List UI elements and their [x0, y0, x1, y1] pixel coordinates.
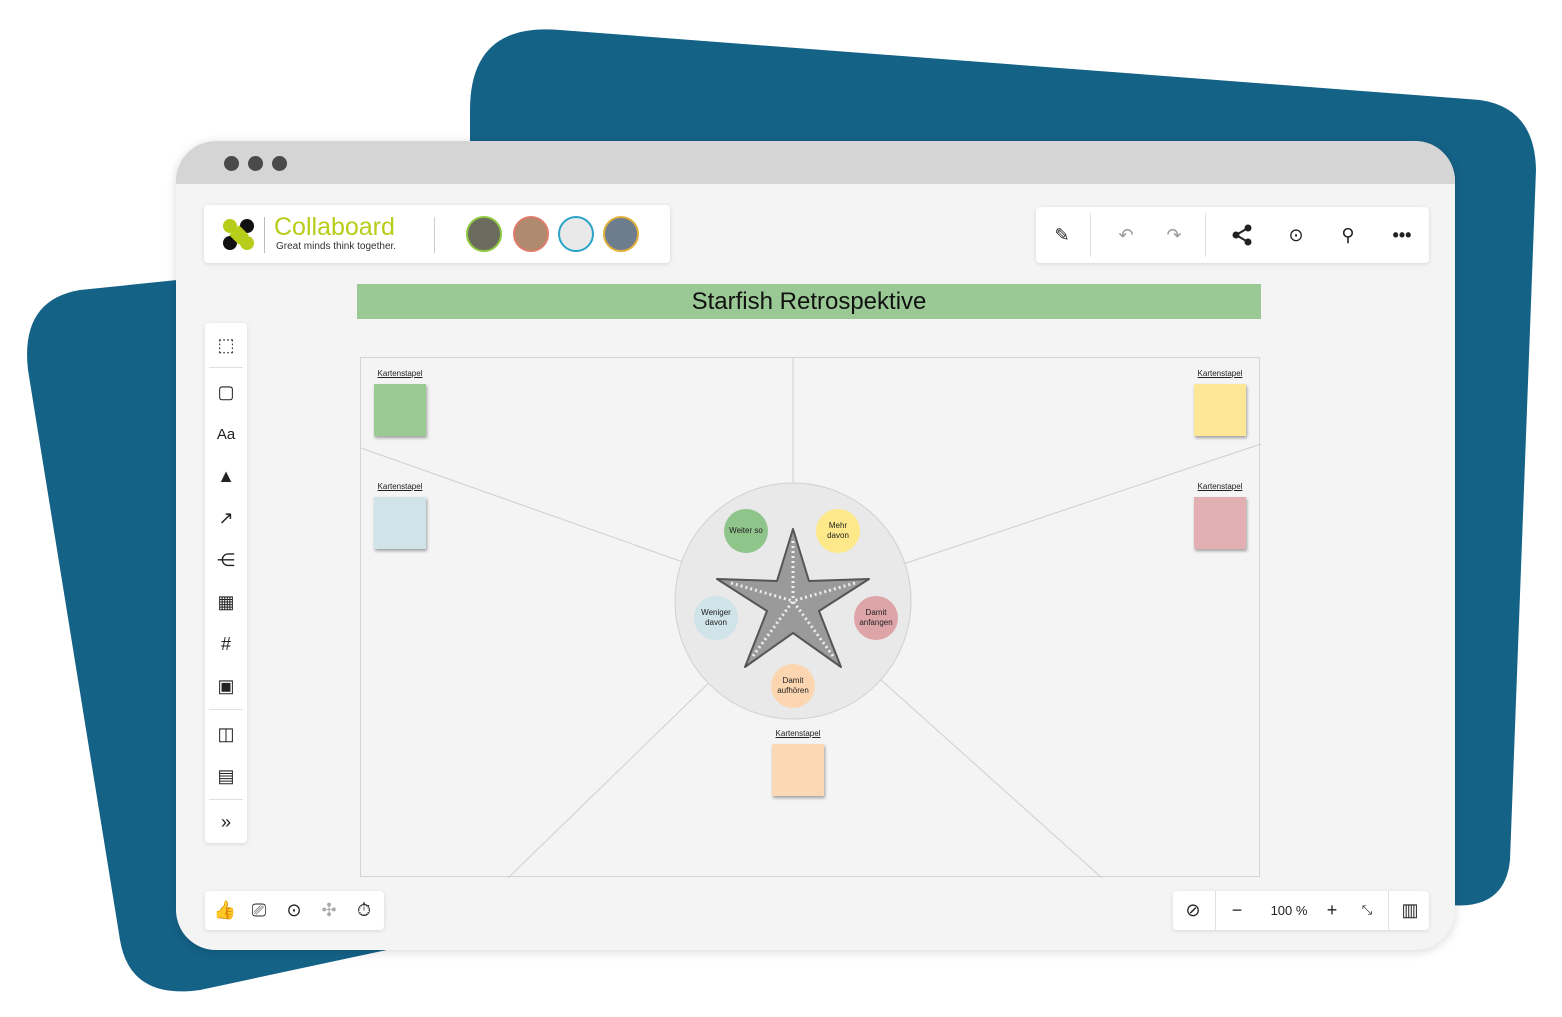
comment-icon[interactable]: ▤	[217, 765, 235, 786]
card-stack-damit-aufhoeren[interactable]	[772, 744, 824, 796]
zoom-toolbar: ⊘ − 100 % + ⤡ ▥	[1173, 891, 1429, 930]
user-avatar[interactable]	[466, 216, 502, 252]
magic-pen-icon[interactable]: ✎	[1054, 224, 1070, 245]
zoom-level[interactable]: 100 %	[1270, 902, 1308, 918]
window-titlebar	[176, 141, 1455, 184]
sticky-note-icon[interactable]: ▢	[217, 381, 235, 402]
window-dot	[272, 156, 287, 171]
connector-icon[interactable]: ↗	[218, 507, 234, 528]
brand-name: Collaboard	[274, 213, 395, 241]
category-damit-aufhoeren[interactable]: Damit aufhören	[771, 664, 815, 708]
expand-toolbar-icon[interactable]: »	[220, 811, 231, 832]
left-toolbar: ⬚ ▢ Aa ▲ ↗ ⋲ ▦ # ▣ ◫ ▤ »	[205, 323, 247, 843]
top-toolbar: ✎ ↶ ↷ ⊙ ⚲ •••	[1036, 207, 1429, 263]
focus-icon[interactable]: ⊙	[286, 899, 302, 920]
fit-to-screen-icon[interactable]: ⤡	[1361, 902, 1373, 917]
follow-presenter-icon[interactable]: ⊙	[1288, 224, 1304, 245]
category-damit-anfangen[interactable]: Damit anfangen	[854, 596, 898, 640]
user-avatar[interactable]	[513, 216, 549, 252]
select-icon[interactable]: ⬚	[217, 334, 235, 355]
undo-icon[interactable]: ↶	[1118, 224, 1134, 245]
redo-icon[interactable]: ↷	[1166, 224, 1182, 245]
minimap-icon[interactable]: ▥	[1401, 899, 1419, 920]
card-stack-damit-anfangen[interactable]	[1194, 497, 1246, 549]
more-icon[interactable]: •••	[1392, 224, 1412, 245]
compass-icon[interactable]: ⊘	[1185, 899, 1201, 920]
search-icon[interactable]: ⚲	[1341, 224, 1355, 245]
table-icon[interactable]: ▦	[217, 591, 235, 612]
shapes-icon[interactable]: ▲	[217, 465, 235, 486]
stack-label: Kartenstapel	[1197, 369, 1243, 378]
category-weniger-davon[interactable]: Weniger davon	[694, 596, 738, 640]
card-stack-weiter-so[interactable]	[374, 384, 426, 436]
user-avatar[interactable]	[558, 216, 594, 252]
text-tool-icon[interactable]: Aa	[216, 425, 236, 443]
like-icon[interactable]: 👍	[213, 899, 237, 920]
presentation-icon[interactable]: ⎚	[251, 899, 267, 920]
category-weiter-so[interactable]: Weiter so	[724, 509, 768, 553]
brand-panel: Collaboard Great minds think together.	[204, 205, 670, 263]
mindmap-icon[interactable]: ⋲	[217, 549, 235, 570]
user-avatar[interactable]	[603, 216, 639, 252]
window-dot	[224, 156, 239, 171]
zoom-out-icon[interactable]: −	[1231, 899, 1243, 920]
frame-icon[interactable]: #	[220, 633, 231, 654]
brand-tagline: Great minds think together.	[276, 241, 397, 252]
card-stack-mehr-davon[interactable]	[1194, 384, 1246, 436]
bottom-left-toolbar: 👍 ⎚ ⊙ ✣ ⏱	[205, 891, 384, 930]
board-title[interactable]: Starfish Retrospektive	[357, 284, 1261, 319]
starfish-image	[716, 528, 870, 668]
app-window: Collaboard Great minds think together. ✎…	[176, 141, 1455, 950]
stack-label: Kartenstapel	[1197, 482, 1243, 491]
timer-icon[interactable]: ⏱	[356, 899, 372, 920]
stack-label: Kartenstapel	[775, 729, 821, 738]
card-stack-weniger-davon[interactable]	[374, 497, 426, 549]
segment-lines	[361, 358, 1261, 878]
template-icon[interactable]: ◫	[217, 723, 235, 744]
stack-label: Kartenstapel	[377, 482, 423, 491]
category-mehr-davon[interactable]: Mehr davon	[816, 509, 860, 553]
media-icon[interactable]: ▣	[217, 675, 235, 696]
stack-label: Kartenstapel	[377, 369, 423, 378]
collaboard-logo-icon	[223, 219, 254, 250]
zoom-in-icon[interactable]: +	[1326, 899, 1338, 920]
attention-icon[interactable]: ✣	[321, 899, 337, 920]
starfish-frame[interactable]: Weiter so Mehr davon Weniger davon Damit…	[360, 357, 1261, 878]
share-icon[interactable]	[1231, 224, 1253, 246]
window-dot	[248, 156, 263, 171]
